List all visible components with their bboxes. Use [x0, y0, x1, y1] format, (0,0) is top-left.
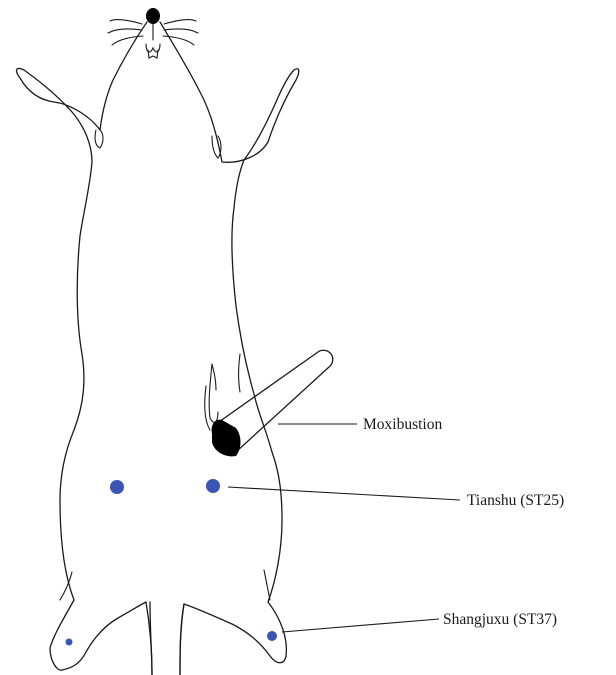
acupoints [66, 479, 278, 646]
leader-lines [228, 424, 460, 632]
shangjuxu-label: Shangjuxu (ST37) [443, 611, 557, 628]
tianshu-left-point [110, 480, 124, 494]
side-fold-3 [239, 354, 241, 392]
left-elbow [95, 130, 103, 148]
shangjuxu-leader [282, 619, 439, 632]
nose [146, 8, 160, 24]
shangjuxu-right-point [267, 631, 277, 641]
tianshu-leader [228, 487, 460, 500]
body-outline [17, 22, 299, 675]
tianshu-right-point [206, 479, 220, 493]
mouth [146, 24, 160, 58]
right-hind-fold [264, 570, 270, 600]
tianshu-label: Tianshu (ST25) [467, 492, 564, 509]
tail-right-edge [180, 604, 184, 675]
moxibustion-label: Moxibustion [363, 416, 442, 433]
side-fold-4 [212, 364, 216, 390]
tail-left-edge [150, 602, 152, 675]
moxa-stick [212, 350, 333, 456]
shangjuxu-left-point [66, 639, 73, 646]
left-hind-fold [60, 572, 72, 600]
